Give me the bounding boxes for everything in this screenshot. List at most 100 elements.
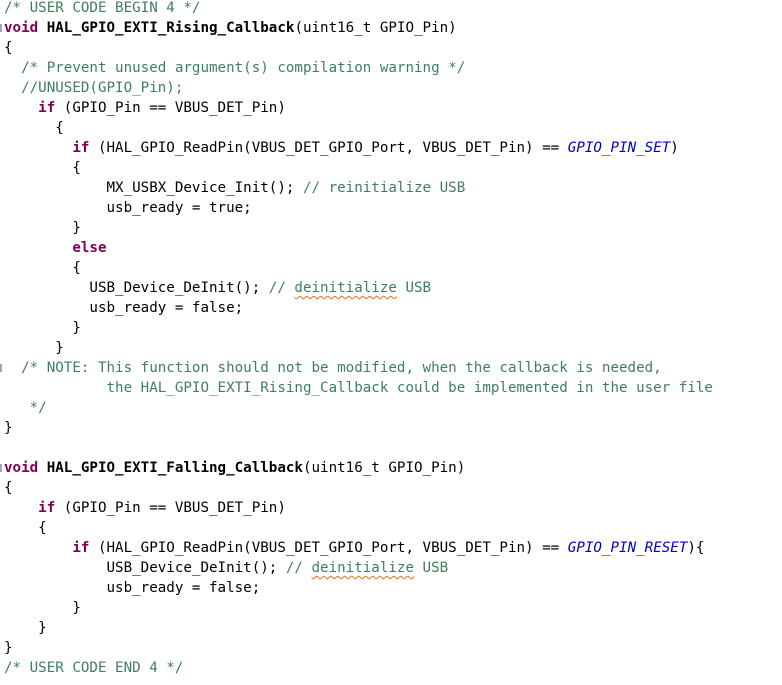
code-token: {: [4, 480, 13, 496]
misspelled-word: deinitialize: [311, 560, 415, 576]
code-token: {: [38, 520, 47, 536]
code-token: (HAL_GPIO_ReadPin(VBUS_DET_GPIO_Port, VB…: [89, 540, 568, 556]
code-line[interactable]: }: [4, 218, 81, 238]
indent: [4, 240, 72, 256]
indent: [4, 320, 72, 336]
code-token: }: [38, 620, 47, 636]
code-line[interactable]: {: [4, 258, 81, 278]
macro-token: GPIO_PIN_RESET: [567, 540, 688, 556]
indent: [4, 300, 89, 316]
indent: [4, 380, 107, 396]
fold-marker-icon[interactable]: [0, 24, 2, 32]
indent: [4, 520, 38, 536]
indent: [4, 360, 21, 376]
code-line[interactable]: usb_ready = true;: [4, 198, 252, 218]
code-line[interactable]: /* USER CODE END 4 */: [4, 658, 183, 678]
code-token: (GPIO_Pin == VBUS_DET_Pin): [55, 100, 286, 116]
code-token: usb_ready = false;: [89, 300, 244, 316]
keyword-token: if: [38, 100, 56, 116]
code-token: usb_ready = true;: [106, 200, 252, 216]
code-line[interactable]: }: [4, 598, 81, 618]
keyword-token: if: [38, 500, 56, 516]
indent: [4, 140, 72, 156]
code-line[interactable]: {: [4, 158, 81, 178]
keyword-token: else: [72, 240, 107, 256]
comment-token: the HAL_GPIO_EXTI_Rising_Callback could …: [106, 380, 713, 396]
macro-token: GPIO_PIN_SET: [567, 140, 671, 156]
code-line[interactable]: /* USER CODE BEGIN 4 */: [4, 0, 200, 18]
code-token: MX_USBX_Device_Init();: [106, 180, 303, 196]
code-line[interactable]: the HAL_GPIO_EXTI_Rising_Callback could …: [4, 378, 713, 398]
code-token: {: [55, 120, 64, 136]
code-line[interactable]: }: [4, 418, 13, 438]
code-line[interactable]: if (HAL_GPIO_ReadPin(VBUS_DET_GPIO_Port,…: [4, 138, 679, 158]
code-token: }: [72, 220, 81, 236]
code-line[interactable]: }: [4, 338, 64, 358]
code-line[interactable]: USB_Device_DeInit(); // deinitialize USB: [4, 558, 449, 578]
code-line[interactable]: {: [4, 518, 47, 538]
code-line[interactable]: USB_Device_DeInit(); // deinitialize USB: [4, 278, 431, 298]
code-line[interactable]: /* Prevent unused argument(s) compilatio…: [4, 58, 465, 78]
indent: [4, 220, 72, 236]
code-token: USB_Device_DeInit();: [89, 280, 269, 296]
keyword-token: if: [72, 140, 90, 156]
comment-token: //: [285, 560, 312, 576]
code-line[interactable]: //UNUSED(GPIO_Pin);: [4, 78, 183, 98]
indent: [4, 340, 55, 356]
code-line[interactable]: }: [4, 618, 47, 638]
keyword-token: if: [72, 540, 90, 556]
fold-marker-icon[interactable]: [0, 464, 2, 472]
code-token: ){: [687, 540, 705, 556]
code-token: {: [72, 160, 81, 176]
code-token: {: [4, 40, 13, 56]
code-token: }: [72, 600, 81, 616]
code-line[interactable]: void HAL_GPIO_EXTI_Rising_Callback(uint1…: [4, 18, 457, 38]
code-line[interactable]: MX_USBX_Device_Init(); // reinitialize U…: [4, 178, 466, 198]
fold-marker-icon[interactable]: [0, 364, 2, 372]
indent: [4, 560, 107, 576]
comment-token: USB: [396, 280, 432, 296]
code-line[interactable]: }: [4, 638, 13, 658]
code-line[interactable]: {: [4, 118, 64, 138]
code-line[interactable]: if (GPIO_Pin == VBUS_DET_Pin): [4, 498, 286, 518]
comment-token: /* NOTE: This function should not be mod…: [21, 360, 662, 376]
code-line[interactable]: {: [4, 478, 13, 498]
indent: [4, 620, 38, 636]
code-line[interactable]: usb_ready = false;: [4, 578, 261, 598]
code-token: }: [4, 640, 13, 656]
indent: [4, 120, 55, 136]
keyword-token: void: [4, 460, 39, 476]
code-token: [38, 460, 47, 476]
code-line[interactable]: {: [4, 38, 13, 58]
code-line[interactable]: }: [4, 318, 81, 338]
code-token: [38, 20, 47, 36]
code-token: USB_Device_DeInit();: [106, 560, 286, 576]
code-line[interactable]: */: [4, 398, 47, 418]
comment-token: /* Prevent unused argument(s) compilatio…: [21, 60, 466, 76]
code-token: }: [55, 340, 64, 356]
code-line[interactable]: void HAL_GPIO_EXTI_Falling_Callback(uint…: [4, 458, 465, 478]
code-line[interactable]: /* NOTE: This function should not be mod…: [4, 358, 662, 378]
code-token: ): [670, 140, 679, 156]
comment-token: //: [268, 280, 295, 296]
function-name: HAL_GPIO_EXTI_Falling_Callback: [46, 460, 303, 476]
indent: [4, 580, 107, 596]
comment-token: */: [29, 400, 47, 416]
code-token: (uint16_t GPIO_Pin): [302, 460, 466, 476]
comment-token: //UNUSED(GPIO_Pin);: [21, 80, 184, 96]
indent: [4, 280, 89, 296]
indent: [4, 600, 72, 616]
indent: [4, 100, 38, 116]
code-line[interactable]: else: [4, 238, 107, 258]
comment-token: // reinitialize USB: [302, 180, 466, 196]
code-line[interactable]: if (HAL_GPIO_ReadPin(VBUS_DET_GPIO_Port,…: [4, 538, 704, 558]
code-token: }: [4, 420, 13, 436]
comment-token: USB: [414, 560, 449, 576]
code-line[interactable]: if (GPIO_Pin == VBUS_DET_Pin): [4, 98, 286, 118]
indent: [4, 500, 38, 516]
code-line[interactable]: usb_ready = false;: [4, 298, 243, 318]
comment-token: /* USER CODE BEGIN 4 */: [4, 0, 201, 16]
code-token: usb_ready = false;: [106, 580, 261, 596]
comment-token: /* USER CODE END 4 */: [4, 660, 184, 676]
